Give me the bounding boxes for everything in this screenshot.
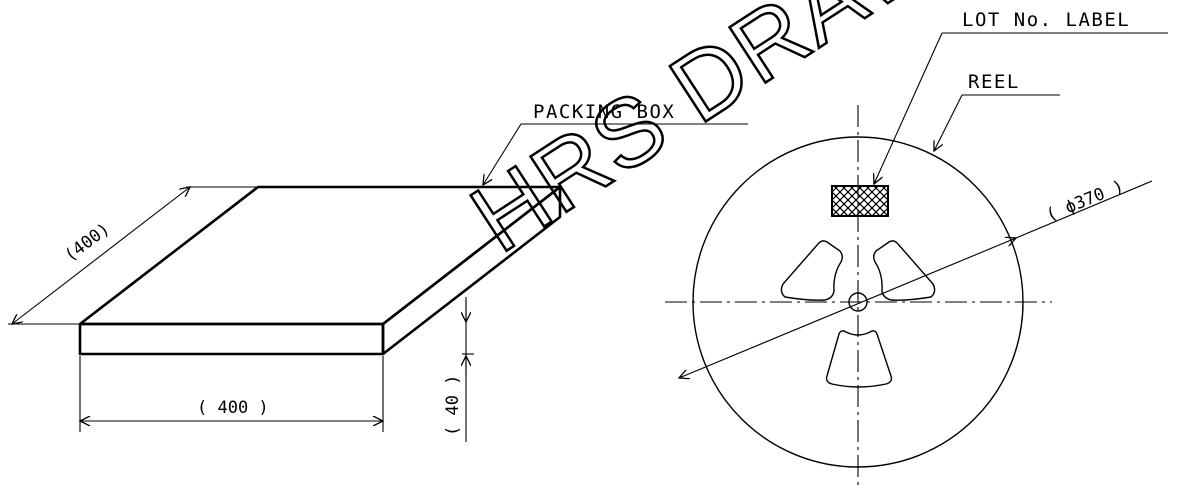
packing-box-leader: PACKING BOX	[483, 101, 748, 185]
reel-window-bottom	[825, 330, 893, 388]
packing-box-label: PACKING BOX	[533, 101, 675, 123]
box-depth-label: (400)	[61, 219, 114, 266]
box-width-dimension: ( 400 )	[80, 356, 383, 432]
reel	[665, 105, 1052, 488]
reel-diameter-dimension: ( ϕ370 )	[679, 176, 1153, 378]
packing-box	[78, 185, 562, 356]
lot-label-text: LOT No. LABEL	[962, 9, 1130, 31]
lot-label-box	[831, 185, 889, 217]
reel-window-upper-right	[873, 240, 936, 301]
reel-window-upper-left	[780, 240, 843, 301]
box-height-dimension: ( 40 )	[443, 297, 474, 442]
box-width-label: ( 400 )	[197, 398, 269, 418]
reel-leader: REEL	[934, 71, 1060, 151]
reel-label: REEL	[968, 71, 1020, 93]
lot-label-leader: LOT No. LABEL	[874, 9, 1168, 184]
reel-diameter-label: ( ϕ370 )	[1043, 176, 1126, 225]
watermark: HRS DRAWING	[453, 0, 1108, 273]
box-depth-dimension: (400)	[8, 187, 258, 324]
box-height-label: ( 40 )	[443, 375, 463, 436]
